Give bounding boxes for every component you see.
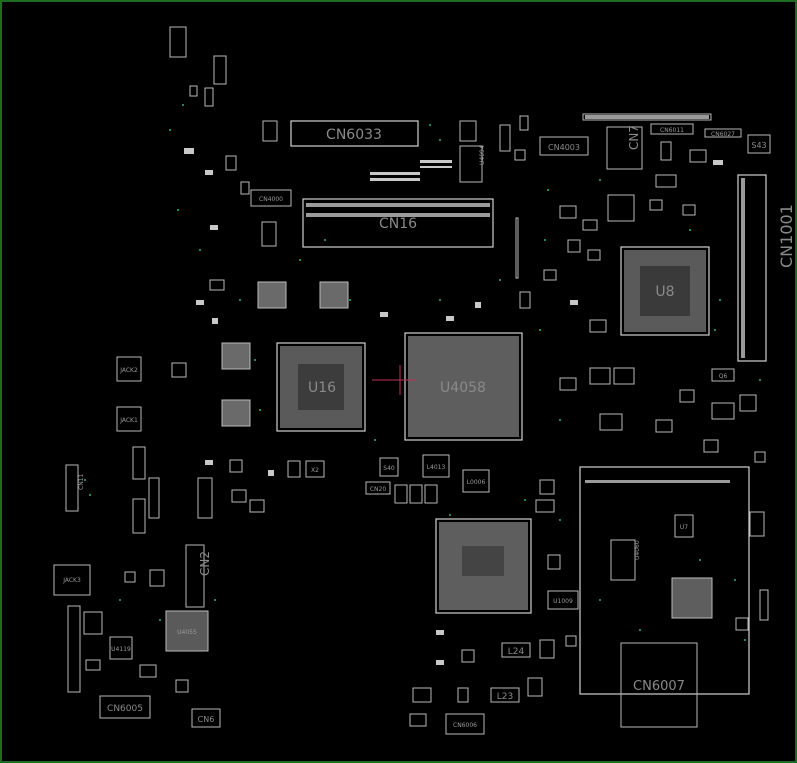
chip-u4094[interactable]: U4094 — [459, 145, 486, 183]
switch-s43[interactable]: S43 — [747, 134, 771, 154]
u16-label: U16 — [308, 380, 336, 396]
connector-cn6006[interactable]: CN6006 — [445, 713, 485, 735]
l4013-label: L4013 — [427, 464, 446, 471]
chip-u4060[interactable]: U4060 — [610, 539, 641, 581]
connector-cn1001[interactable]: CN1001 — [737, 174, 796, 362]
cn6006-label: CN6006 — [453, 722, 477, 729]
jack-jack3[interactable]: JACK3 — [53, 564, 91, 596]
cn4000-label: CN4000 — [259, 196, 283, 203]
connector-cn2[interactable]: CN2 — [185, 544, 212, 608]
u4119-label: U4119 — [111, 646, 131, 653]
cn6007-label: CN6007 — [633, 679, 685, 694]
cn1001-label: CN1001 — [777, 204, 796, 268]
l24-label: L24 — [508, 647, 525, 657]
chip-u1009[interactable]: U1009 — [547, 590, 579, 610]
switch-s40[interactable]: S40 — [379, 457, 399, 477]
transistor-q6[interactable]: Q6 — [711, 368, 735, 382]
chip-u7[interactable]: U7 — [674, 514, 694, 538]
u4055-label: U4055 — [177, 629, 197, 636]
cn16-label: CN16 — [379, 216, 417, 232]
connector-cn11[interactable]: CN11 — [65, 464, 85, 512]
chip-u4058[interactable]: U4058 — [372, 332, 523, 441]
chip-bga-lower-center[interactable] — [435, 518, 532, 614]
connector-cn6033[interactable]: CN6033 — [290, 120, 419, 147]
connector-cn4000[interactable]: CN4000 — [250, 189, 292, 207]
inductor-l0006[interactable]: L0006 — [462, 469, 490, 493]
jack2-label: JACK2 — [119, 367, 138, 374]
u4094-label: U4094 — [479, 145, 486, 165]
connector-cn6[interactable]: CN6 — [191, 708, 221, 728]
jack3-label: JACK3 — [62, 577, 81, 584]
pin-row-top — [370, 160, 452, 181]
cn6033-label: CN6033 — [326, 127, 382, 143]
chip-u4119[interactable]: U4119 — [109, 636, 133, 660]
u4058-label: U4058 — [440, 380, 486, 396]
jack1-label: JACK1 — [119, 417, 138, 424]
inductor-l24[interactable]: L24 — [501, 642, 531, 658]
cn6011-label: CN6011 — [660, 127, 684, 134]
connector-cn16[interactable]: CN16 — [302, 198, 494, 248]
q6-label: Q6 — [719, 373, 728, 380]
cn6005-label: CN6005 — [107, 704, 143, 714]
l0006-label: L0006 — [467, 479, 486, 486]
vias — [84, 104, 761, 641]
chip-u16[interactable]: U16 — [276, 342, 366, 432]
u8-label: U8 — [655, 284, 674, 300]
inductor-l23[interactable]: L23 — [490, 687, 520, 703]
jack-jack2[interactable]: JACK2 — [116, 356, 142, 382]
connector-cn6027[interactable]: CN6027 — [704, 128, 742, 138]
connector-cn20[interactable]: CN20 — [365, 481, 391, 495]
s40-label: S40 — [383, 465, 395, 472]
u4060-label: U4060 — [634, 540, 641, 560]
connector-cn7[interactable]: CN7 — [606, 125, 643, 170]
s43-label: S43 — [751, 141, 766, 150]
cn4003-label: CN4003 — [548, 143, 580, 152]
module-region-lower-right — [579, 466, 750, 695]
connector-cn6011[interactable]: CN6011 — [650, 123, 694, 135]
cn6027-label: CN6027 — [711, 131, 735, 138]
cn2-label: CN2 — [198, 551, 212, 576]
inductor-l4013[interactable]: L4013 — [422, 454, 450, 478]
cn11-label: CN11 — [78, 474, 85, 490]
cn20-label: CN20 — [370, 486, 386, 493]
connector-cn6005[interactable]: CN6005 — [99, 695, 151, 719]
connector-cn4003[interactable]: CN4003 — [539, 136, 589, 156]
chip-u8[interactable]: U8 — [620, 246, 710, 336]
connector-cn6007[interactable]: CN6007 — [620, 642, 698, 728]
jack-jack1[interactable]: JACK1 — [116, 406, 142, 432]
x2-label: X2 — [311, 467, 319, 474]
crystal-x2[interactable]: X2 — [305, 460, 325, 478]
u7-label: U7 — [680, 524, 688, 531]
cn6-label: CN6 — [198, 715, 215, 724]
l23-label: L23 — [497, 692, 513, 702]
cn7-label: CN7 — [627, 125, 641, 150]
passive-components — [85, 141, 769, 703]
chip-u4055[interactable]: U4055 — [165, 610, 209, 652]
u1009-label: U1009 — [553, 598, 573, 605]
